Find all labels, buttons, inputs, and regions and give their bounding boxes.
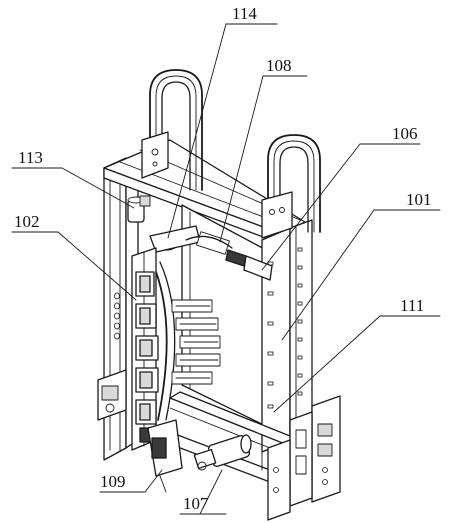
left-cable-guide-loop <box>141 69 203 191</box>
label-111: 111 <box>400 296 424 315</box>
leader-107-pointer <box>199 469 223 515</box>
leader-108-pointer <box>219 75 264 243</box>
right-slide-assembly <box>261 395 341 521</box>
inner-slide-stack <box>171 299 221 385</box>
leader-102-pointer <box>57 231 137 301</box>
label-102: 102 <box>14 212 40 231</box>
leader-lines <box>11 23 441 515</box>
label-113: 113 <box>18 148 43 167</box>
bottom-roller-cylinder <box>193 434 252 471</box>
label-101: 101 <box>406 190 432 209</box>
leader-106-pointer <box>261 143 361 271</box>
label-107: 107 <box>183 494 209 513</box>
reference-numerals: 114 108 106 113 101 102 111 109 107 <box>14 4 432 513</box>
leader-111-pointer <box>273 315 381 413</box>
right-column-holes <box>267 247 303 409</box>
bottom-left-bracket <box>97 369 127 421</box>
bottom-jaw <box>147 419 183 493</box>
label-108: 108 <box>266 56 292 75</box>
label-114: 114 <box>232 4 257 23</box>
left-column-holes <box>114 292 120 340</box>
rotary-drive-assembly <box>149 225 273 281</box>
leader-114-pointer <box>167 23 227 239</box>
small-cylinder <box>127 195 151 223</box>
right-cable-guide-loop <box>261 134 321 239</box>
leader-113-pointer <box>61 167 135 209</box>
leader-101-pointer <box>281 209 375 341</box>
label-109: 109 <box>100 472 126 491</box>
label-106: 106 <box>392 124 418 143</box>
leader-109-pointer <box>144 469 163 493</box>
